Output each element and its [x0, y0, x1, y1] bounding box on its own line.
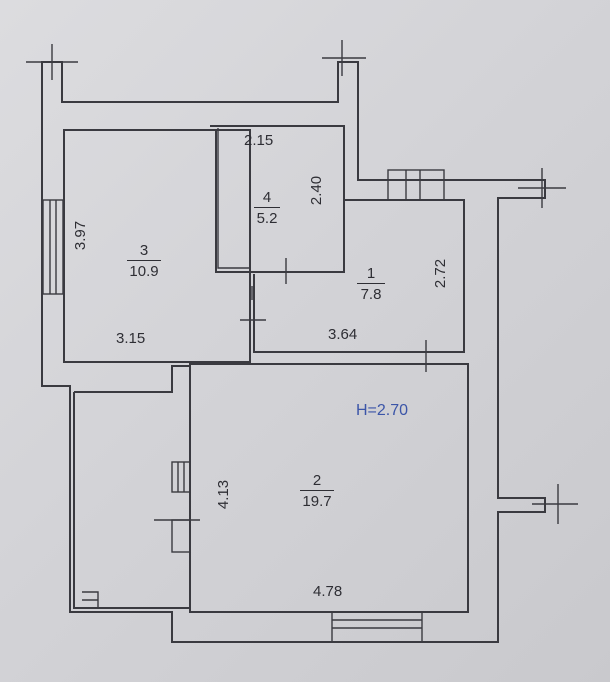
room-4-area: 5.2	[256, 210, 278, 227]
room-4-walls	[210, 125, 345, 273]
dim-room3-height: 3.97	[72, 220, 90, 251]
room-3-number: 3	[127, 243, 161, 261]
dim-room2-width: 4.78	[313, 583, 343, 600]
dim-room1-width: 3.64	[328, 326, 358, 343]
window-left	[42, 199, 64, 295]
room-3-area: 10.9	[129, 263, 159, 280]
room-3-label: 3 10.9	[127, 243, 161, 279]
room-1-number: 1	[357, 266, 385, 284]
room-2-label: 2 19.7	[300, 473, 334, 509]
door-ticks	[154, 258, 427, 521]
ceiling-height-label: H=2.70	[356, 402, 409, 419]
axis-markers	[26, 40, 578, 524]
corridor-walls	[73, 365, 190, 609]
room-4-label: 4 5.2	[254, 190, 280, 226]
outer-wall	[41, 61, 546, 643]
stair-marks	[171, 461, 191, 553]
room-1-area: 7.8	[360, 286, 382, 303]
room-1-label: 1 7.8	[357, 266, 385, 302]
room-2-area: 19.7	[302, 493, 332, 510]
dim-room1-height: 2.72	[432, 258, 450, 289]
dim-room3-width: 3.15	[116, 330, 146, 347]
dim-room4-width: 2.15	[244, 132, 274, 149]
window-top-right	[387, 169, 445, 201]
dim-room2-height: 4.13	[215, 479, 233, 510]
room-3-walls	[63, 129, 251, 363]
room-4-number: 4	[254, 190, 280, 208]
room-2-number: 2	[300, 473, 334, 491]
dim-room4-height: 2.40	[308, 175, 326, 206]
window-bottom	[331, 611, 423, 643]
